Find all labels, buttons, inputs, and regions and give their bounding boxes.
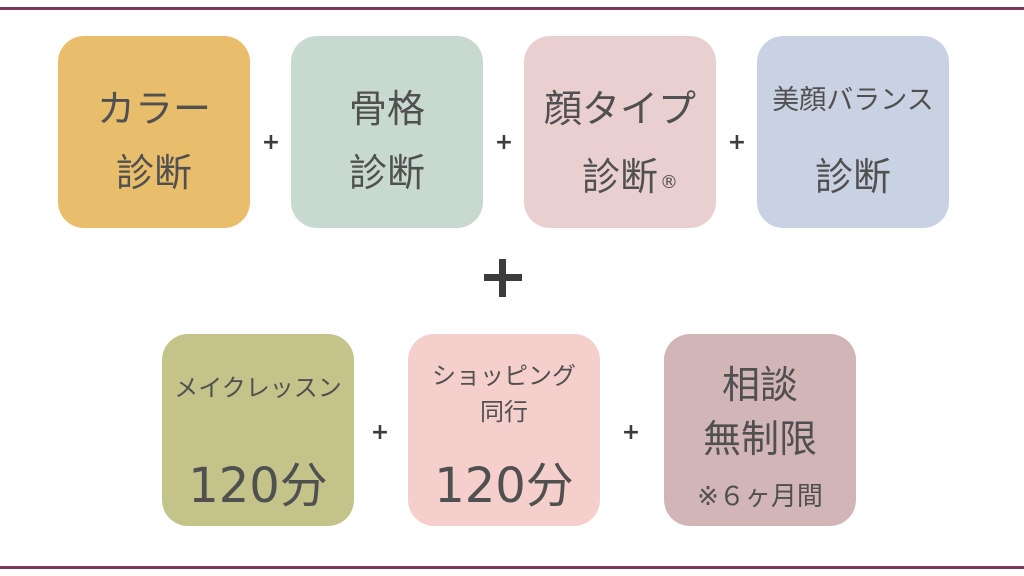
tile-shopping-accompany: ショッピング 同行 120分 (408, 334, 600, 526)
tile-skeleton-diagnosis: 骨格 診断 (291, 36, 483, 228)
tile-title: 骨格 (348, 87, 425, 131)
tile-subtitle-wrap: 診断® (544, 146, 716, 201)
tile-makeup-lesson: メイクレッスン 120分 (162, 334, 354, 526)
tile-title: 美顔バランス (772, 85, 934, 116)
tile-title-2: 無制限 (702, 417, 817, 461)
plus-icon: + (370, 420, 390, 445)
tile-title: 顔タイプ (543, 87, 696, 131)
tile-subtitle: 診断 (348, 151, 425, 195)
tile-color-diagnosis: カラー 診断 (58, 36, 250, 228)
tile-consultation: 相談 無制限 ※６ヶ月間 (664, 334, 856, 526)
tile-title: ショッピング (432, 362, 576, 390)
tile-subtitle: 診断 (581, 155, 658, 199)
tile-subtitle: 診断 (115, 151, 192, 195)
tile-face-type-diagnosis: 顔タイプ 診断® (524, 36, 716, 228)
tile-title: メイクレッスン (174, 374, 342, 402)
tile-title-2: 同行 (480, 398, 528, 426)
tile-duration: 120分 (434, 458, 574, 514)
bottom-border (0, 566, 1024, 569)
tile-duration: 120分 (188, 458, 328, 514)
tile-title: 相談 (721, 363, 798, 407)
tile-title: カラー (96, 87, 211, 131)
tile-face-balance-diagnosis: 美顔バランス 診断 (757, 36, 949, 228)
plus-icon: + (727, 130, 747, 155)
registered-mark: ® (660, 172, 678, 193)
plus-icon: + (494, 130, 514, 155)
plus-icon: + (621, 420, 641, 445)
top-border (0, 7, 1024, 10)
tile-subtitle: 診断 (814, 155, 891, 199)
tile-period: ※６ヶ月間 (697, 482, 823, 512)
plus-icon: + (261, 130, 281, 155)
big-plus-icon (482, 256, 526, 300)
